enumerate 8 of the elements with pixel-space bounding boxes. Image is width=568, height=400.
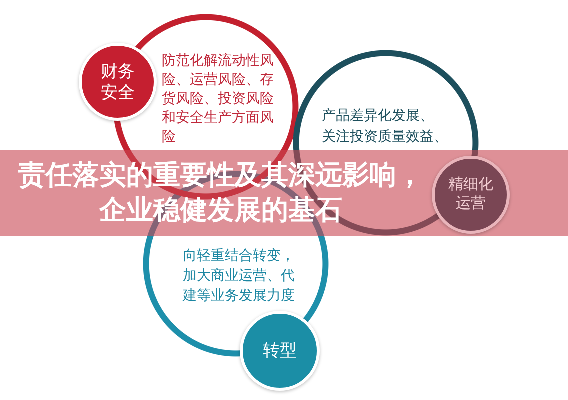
category-label: 精细化运营 [448,176,494,214]
category-label: 财务安全 [100,60,136,104]
description-text: 防范化解流动性风险、运营风险、存货风险、投资风险和安全生产方面风险 [162,52,275,147]
description-text: 产品差异化发展、关注投资质量效益、 [322,107,449,147]
category-circle [79,43,157,121]
category-label: 转型 [262,340,298,362]
category-circle [240,311,320,391]
description-text: 向轻重结合转变，加大商业运营、代建等业务发展力度 [183,247,296,306]
